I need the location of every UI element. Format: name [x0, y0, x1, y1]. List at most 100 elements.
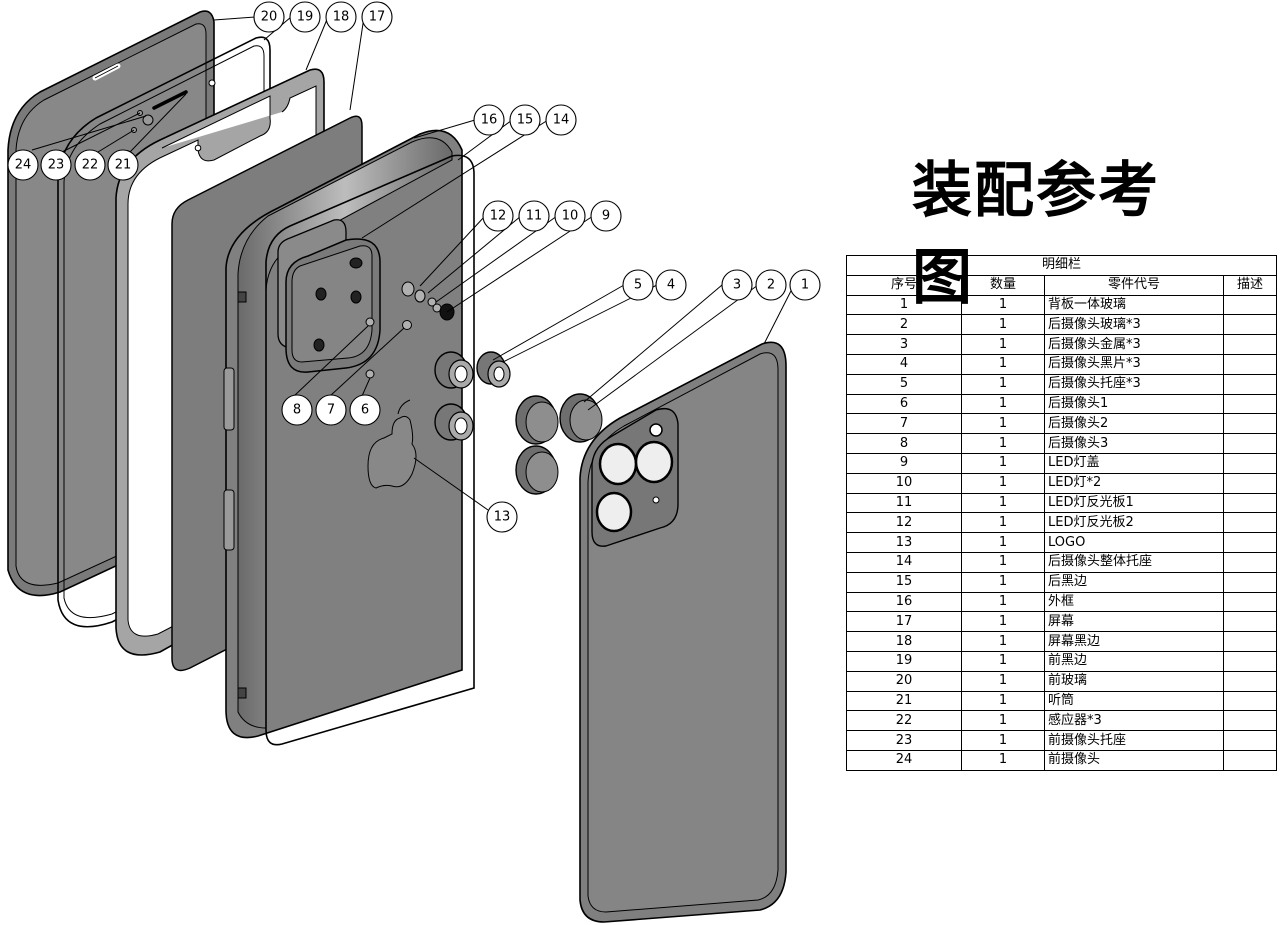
svg-text:5: 5 [634, 278, 642, 293]
bom-cell-qty: 1 [961, 611, 1045, 633]
callout-1: 1 [789, 269, 821, 301]
bom-cell-no: 15 [846, 571, 962, 593]
bom-cell-desc [1223, 749, 1277, 771]
svg-text:18: 18 [333, 10, 350, 25]
bom-cell-qty: 1 [961, 393, 1045, 415]
bom-cell-qty: 1 [961, 670, 1045, 692]
bom-cell-desc [1223, 690, 1277, 712]
bom-cell-no: 22 [846, 710, 962, 732]
bom-cell-part: 前摄像头 [1044, 749, 1224, 771]
camera-holder-part [285, 238, 381, 373]
bom-cell-qty: 1 [961, 690, 1045, 712]
bom-cell-qty: 1 [961, 314, 1045, 336]
bom-header-qty: 数量 [961, 274, 1045, 296]
bom-cell-desc [1223, 294, 1277, 316]
bom-cell-qty: 1 [961, 492, 1045, 514]
bom-cell-part: 后摄像头托座*3 [1044, 373, 1224, 395]
bom-cell-desc [1223, 512, 1277, 534]
bom-cell-part: 前摄像头托座 [1044, 730, 1224, 751]
bom-cell-desc [1223, 571, 1277, 593]
svg-text:12: 12 [490, 209, 507, 224]
svg-text:19: 19 [297, 10, 314, 25]
bom-cell-desc [1223, 452, 1277, 474]
callout-2: 2 [755, 269, 787, 301]
front-bezel-part [57, 36, 271, 628]
bom-cell-desc [1223, 393, 1277, 415]
bom-cell-desc [1223, 433, 1277, 454]
bom-cell-no: 19 [846, 650, 962, 672]
bom-cell-desc [1223, 631, 1277, 652]
outer-frame-part [223, 129, 463, 739]
bom-cell-no: 2 [846, 314, 962, 336]
bom-cell-no: 1 [846, 294, 962, 316]
svg-text:15: 15 [517, 113, 534, 128]
leader-lines [31, 16, 795, 511]
bom-cell-qty: 1 [961, 532, 1045, 553]
callout-20: 20 [253, 1, 285, 33]
bom-cell-part: 后黑边 [1044, 571, 1224, 593]
svg-text:11: 11 [526, 209, 543, 224]
svg-text:9: 9 [602, 209, 610, 224]
callout-23: 23 [40, 149, 72, 181]
callout-5: 5 [622, 269, 654, 301]
logo-part [367, 399, 417, 489]
bom-cell-desc [1223, 353, 1277, 375]
svg-text:21: 21 [115, 158, 132, 173]
svg-text:4: 4 [667, 278, 675, 293]
camera-ring-parts [434, 351, 511, 441]
callout-14: 14 [545, 104, 577, 136]
svg-text:10: 10 [562, 209, 579, 224]
callout-19: 19 [289, 1, 321, 33]
bom-cell-part: LOGO [1044, 532, 1224, 553]
bom-cell-part: 外框 [1044, 591, 1224, 613]
bom-cell-qty: 1 [961, 373, 1045, 395]
callout-12: 12 [482, 200, 514, 232]
bom-cell-no: 17 [846, 611, 962, 633]
bom-cell-desc [1223, 492, 1277, 514]
bom-cell-no: 10 [846, 472, 962, 494]
svg-text:23: 23 [48, 158, 65, 173]
svg-text:16: 16 [481, 113, 498, 128]
bom-cell-no: 3 [846, 334, 962, 355]
camera-glass-parts [515, 393, 603, 495]
svg-text:20: 20 [261, 10, 278, 25]
bom-cell-qty: 1 [961, 631, 1045, 652]
bom-cell-part: LED灯反光板2 [1044, 512, 1224, 534]
bom-cell-qty: 1 [961, 452, 1045, 474]
svg-text:17: 17 [369, 10, 386, 25]
bom-cell-qty: 1 [961, 749, 1045, 771]
svg-text:8: 8 [293, 403, 301, 418]
bom-header-desc: 描述 [1223, 274, 1277, 296]
bom-cell-desc [1223, 314, 1277, 336]
bom-cell-desc [1223, 670, 1277, 692]
callout-4: 4 [655, 269, 687, 301]
back-glass-part [579, 341, 787, 923]
callout-24: 24 [7, 149, 39, 181]
bom-cell-desc [1223, 373, 1277, 395]
callout-11: 11 [518, 200, 550, 232]
bom-caption-row: 明细栏 [846, 255, 1277, 276]
callout-8: 8 [281, 394, 313, 426]
bom-cell-qty: 1 [961, 413, 1045, 435]
bom-cell-qty: 1 [961, 353, 1045, 375]
bom-cell-desc [1223, 532, 1277, 553]
svg-text:22: 22 [82, 158, 99, 173]
bom-cell-no: 13 [846, 532, 962, 553]
bom-cell-no: 8 [846, 433, 962, 454]
bom-cell-part: 后摄像头金属*3 [1044, 334, 1224, 355]
bom-cell-desc [1223, 334, 1277, 355]
